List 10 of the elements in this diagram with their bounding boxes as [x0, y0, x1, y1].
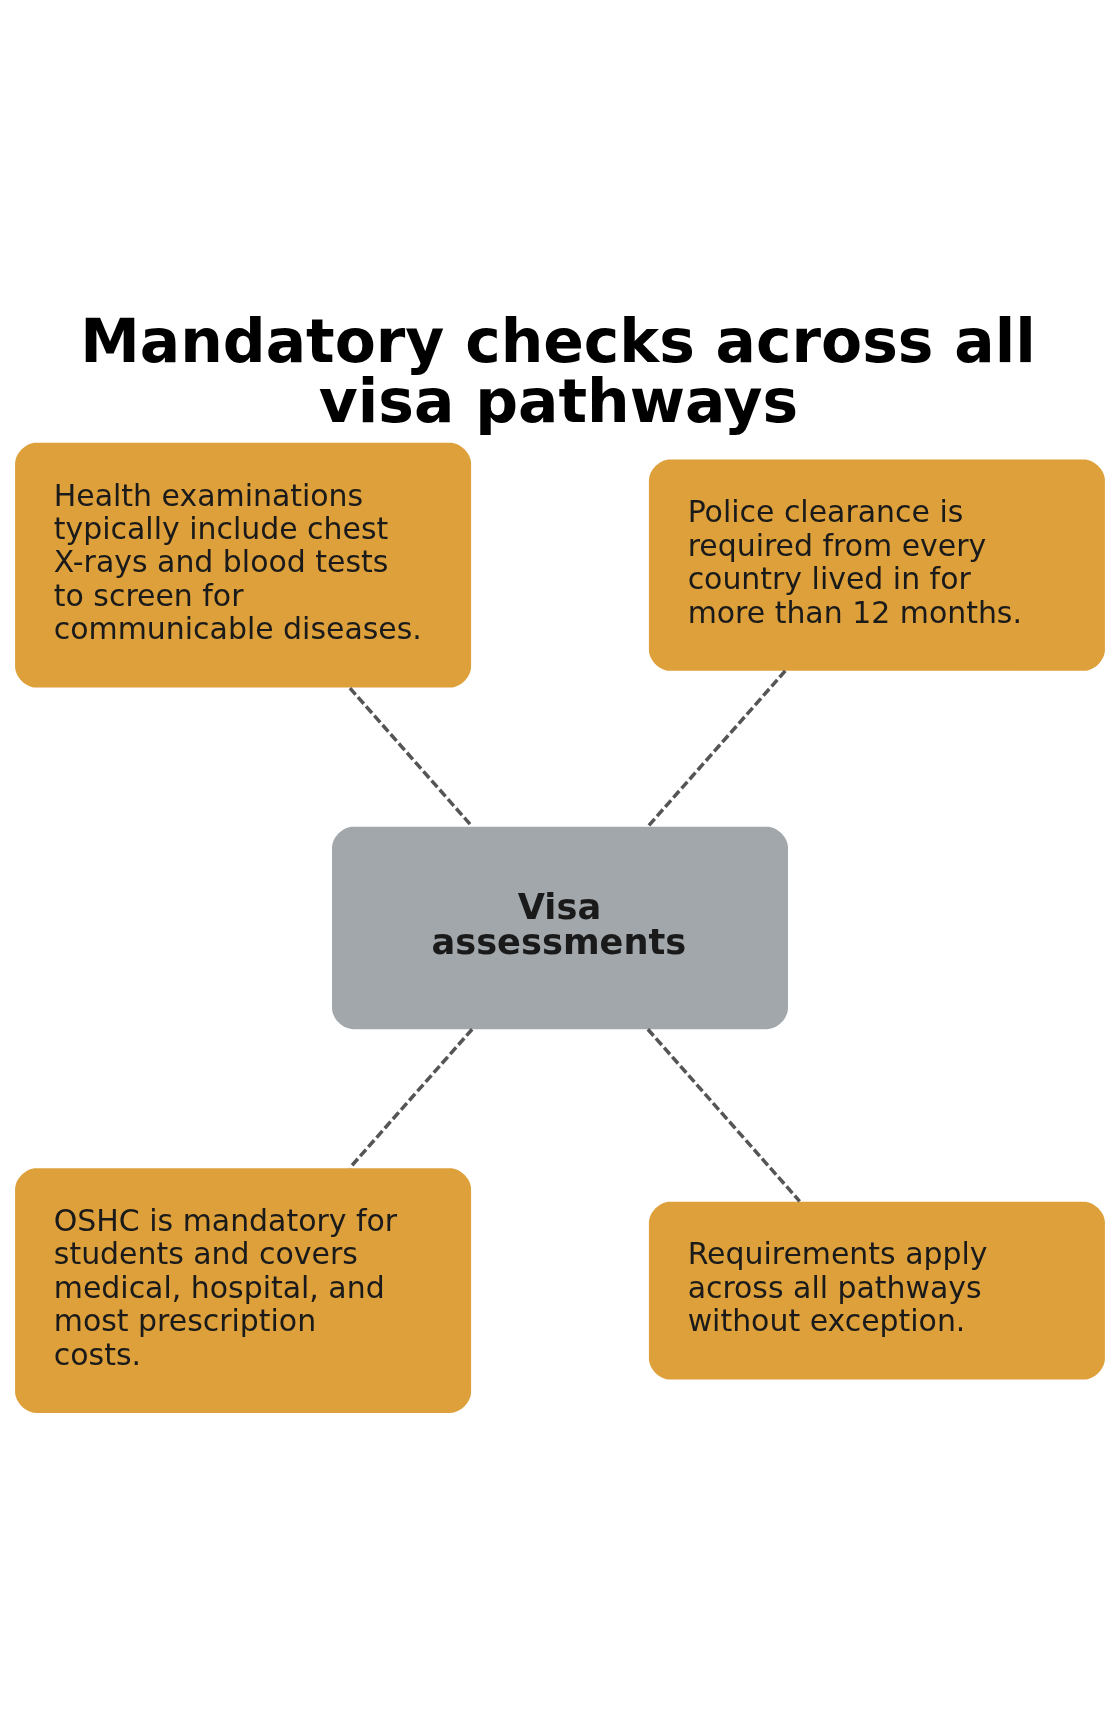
node-box: Health examinations typically include chest X-rays and blood tests to screen for communicable diseases.	[15, 442, 472, 688]
connector	[348, 1028, 474, 1170]
connector	[646, 669, 787, 828]
node-box: Visa assessments	[332, 826, 788, 1030]
node-box: OSHC is mandatory for students and covers medical, hospital, and most prescription costs.	[15, 1168, 472, 1413]
node-box: Police clearance is required from every country lived in for more than 12 months.	[648, 459, 1105, 671]
connector	[646, 1028, 801, 1203]
node-box: Requirements apply across all pathways without exception.	[648, 1201, 1105, 1380]
connector	[348, 686, 474, 828]
diagram-title: Mandatory checks across all visa pathways	[80, 306, 1036, 437]
